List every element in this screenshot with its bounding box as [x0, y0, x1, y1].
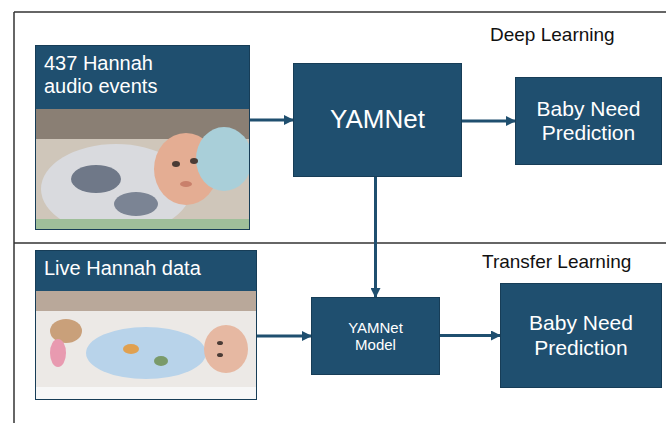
section-label: Transfer Learning	[480, 251, 633, 273]
frame-left	[13, 12, 15, 423]
photo-box: Live Hannah data	[35, 250, 257, 400]
node-text: Baby Need Prediction	[522, 97, 655, 145]
node-text: YAMNet	[330, 105, 425, 135]
flow-arrow	[250, 119, 293, 122]
process-box: YAMNet Model	[311, 297, 440, 375]
section-label: Deep Learning	[488, 24, 617, 46]
process-box: Baby Need Prediction	[515, 77, 662, 165]
baby-photo	[36, 109, 250, 230]
process-box: YAMNet	[293, 63, 462, 177]
photo-box: 437 Hannah audio events	[35, 45, 250, 230]
flow-arrow	[257, 335, 311, 338]
frame-top	[14, 11, 666, 13]
baby-photo	[36, 291, 257, 400]
flow-arrow	[440, 334, 500, 337]
flow-arrow	[462, 120, 515, 123]
process-box: Baby Need Prediction	[500, 283, 662, 388]
section-divider	[14, 242, 666, 244]
flow-arrow	[374, 177, 377, 297]
node-text: YAMNet Model	[336, 319, 416, 354]
node-text: Baby Need Prediction	[507, 311, 655, 359]
node-text: 437 Hannah audio events	[36, 46, 197, 104]
node-text: Live Hannah data	[36, 251, 256, 286]
